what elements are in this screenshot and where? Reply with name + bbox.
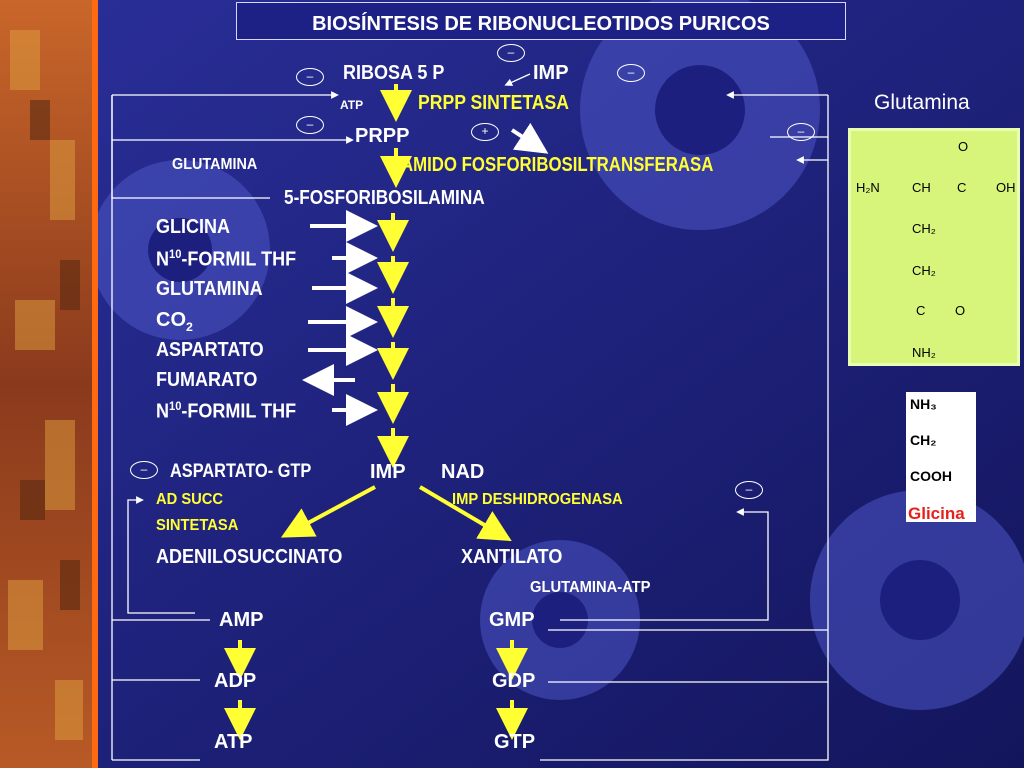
prpp-sintetasa-label: PRPP SINTETASA (418, 92, 569, 114)
atom-ch2: CH₂ (912, 263, 936, 278)
atom-cooh: COOH (910, 468, 952, 484)
gmp-label: GMP (489, 609, 535, 631)
atp-label: ATP (214, 731, 253, 753)
glutamina-structure-panel: O H₂N CH C OH CH₂ CH₂ C O NH₂ (848, 128, 1020, 366)
atom-oh: OH (996, 180, 1016, 195)
atom-ch: CH (912, 180, 931, 195)
imp-top-label: IMP (533, 62, 569, 84)
gtp-label: GTP (494, 731, 536, 753)
inhibition-sign: – (296, 68, 324, 86)
atom-c: C (916, 303, 926, 318)
inhibition-sign: – (497, 44, 525, 62)
inhibition-sign: – (735, 481, 763, 499)
fosforibosilamina-label: 5-FOSFORIBOSILAMINA (284, 187, 485, 209)
atom-o: O (958, 139, 969, 154)
atom-nh2: NH₂ (912, 345, 936, 360)
glicina-label: GLICINA (156, 216, 230, 238)
activation-sign: + (471, 123, 499, 141)
ad-succ-label: AD SUCC (156, 491, 224, 508)
aspartato-gtp-label: ASPARTATO- GTP (170, 461, 312, 482)
imp-branch-label: IMP (370, 461, 406, 483)
atom-nh3: NH₃ (910, 396, 937, 412)
glicina-structure-panel: NH₃ CH₂ COOH Glicina (906, 392, 976, 523)
page-title: BIOSÍNTESIS DE RIBONUCLEOTIDOS PURICOS (312, 13, 770, 35)
inhibition-sign: – (787, 123, 815, 141)
co2-label: CO2 (156, 309, 193, 334)
imp-deshidrogenasa-label: IMP DESHIDROGENASA (452, 491, 623, 508)
sintetasa-label: SINTETASA (156, 517, 239, 534)
n10-formil-thf-label: N10-FORMIL THF (156, 247, 297, 271)
inhibition-sign: – (130, 461, 158, 479)
aspartato-label: ASPARTATO (156, 339, 264, 361)
inhibition-sign: – (296, 116, 324, 134)
amp-label: AMP (219, 609, 264, 631)
atom-h2n: H₂N (856, 180, 880, 195)
n10-formil-thf-label: N10-FORMIL THF (156, 399, 297, 423)
title-box: BIOSÍNTESIS DE RIBONUCLEOTIDOS PURICOS (236, 2, 846, 40)
atom-c: C (957, 180, 967, 195)
glutamina-small-label: GLUTAMINA (172, 156, 258, 173)
glutamina-atp-label: GLUTAMINA-ATP (530, 579, 651, 596)
xantilato-label: XANTILATO (461, 546, 563, 568)
amido-fosforibosiltransferasa-label: AMIDO FOSFORIBOSILTRANSFERASA (401, 154, 714, 176)
glutamina-label: GLUTAMINA (156, 278, 263, 300)
adenilosuccinato-label: ADENILOSUCCINATO (156, 546, 343, 568)
fumarato-label: FUMARATO (156, 369, 258, 391)
atom-o: O (955, 303, 966, 318)
inhibition-sign: – (617, 64, 645, 82)
ribosa-5p-label: RIBOSA 5 P (343, 62, 445, 84)
nad-label: NAD (441, 461, 485, 483)
adp-label: ADP (214, 670, 257, 692)
glutamina-structure-label: Glutamina (874, 91, 970, 114)
atom-ch2: CH₂ (910, 432, 937, 448)
prpp-label: PRPP (355, 125, 410, 147)
atom-ch2: CH₂ (912, 221, 936, 236)
gdp-label: GDP (492, 670, 536, 692)
atp-small-label: ATP (340, 98, 364, 112)
glicina-name: Glicina (908, 504, 965, 523)
